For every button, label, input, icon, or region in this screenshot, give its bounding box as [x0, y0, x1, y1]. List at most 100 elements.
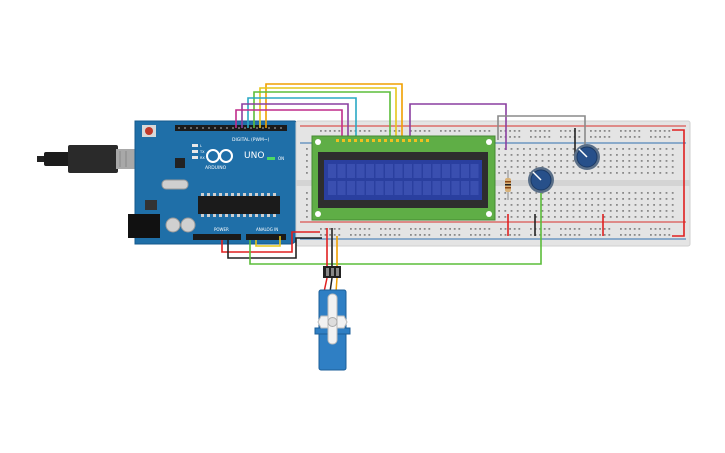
- breadboard-hole[interactable]: [597, 204, 600, 206]
- breadboard-hole[interactable]: [529, 160, 531, 162]
- breadboard-hole[interactable]: [609, 172, 612, 174]
- breadboard-hole[interactable]: [650, 234, 652, 236]
- breadboard-hole[interactable]: [585, 204, 587, 206]
- breadboard-hole[interactable]: [498, 154, 500, 156]
- breadboard-hole[interactable]: [543, 234, 546, 236]
- breadboard-hole[interactable]: [599, 228, 601, 230]
- breadboard-hole[interactable]: [566, 216, 569, 218]
- breadboard-hole[interactable]: [665, 198, 668, 200]
- breadboard-hole[interactable]: [634, 166, 637, 168]
- breadboard-hole[interactable]: [513, 228, 516, 230]
- breadboard-hole[interactable]: [523, 160, 525, 162]
- breadboard-hole[interactable]: [616, 148, 618, 150]
- breadboard-hole[interactable]: [653, 210, 655, 212]
- breadboard-hole[interactable]: [541, 154, 544, 156]
- breadboard-hole[interactable]: [498, 172, 500, 174]
- breadboard-hole[interactable]: [622, 166, 624, 168]
- breadboard-hole[interactable]: [498, 166, 500, 168]
- servo-motor[interactable]: [314, 266, 351, 371]
- breadboard-hole[interactable]: [566, 166, 569, 168]
- breadboard-hole[interactable]: [594, 130, 597, 132]
- breadboard-hole[interactable]: [479, 234, 481, 236]
- breadboard-hole[interactable]: [566, 204, 569, 206]
- breadboard-hole[interactable]: [500, 234, 502, 236]
- breadboard-hole[interactable]: [530, 234, 532, 236]
- breadboard-hole[interactable]: [359, 130, 361, 132]
- breadboard-hole[interactable]: [384, 130, 387, 132]
- breadboard-hole[interactable]: [510, 216, 513, 218]
- breadboard-hole[interactable]: [671, 148, 674, 150]
- lcd-pin[interactable]: [402, 139, 405, 142]
- breadboard-hole[interactable]: [554, 160, 556, 162]
- breadboard-hole[interactable]: [523, 210, 525, 212]
- breadboard-hole[interactable]: [609, 148, 612, 150]
- wire-yellow-analog[interactable]: [255, 236, 281, 247]
- breadboard-hole[interactable]: [634, 192, 637, 194]
- breadboard-hole[interactable]: [384, 228, 387, 230]
- breadboard-hole[interactable]: [578, 210, 581, 212]
- potentiometer-contrast[interactable]: [528, 167, 554, 193]
- breadboard-hole[interactable]: [363, 234, 366, 236]
- breadboard-hole[interactable]: [338, 130, 341, 132]
- breadboard-hole[interactable]: [578, 136, 581, 138]
- breadboard-hole[interactable]: [609, 192, 612, 194]
- power-header[interactable]: [193, 234, 241, 240]
- breadboard-hole[interactable]: [410, 234, 412, 236]
- breadboard-hole[interactable]: [306, 160, 308, 162]
- breadboard-hole[interactable]: [628, 204, 631, 206]
- breadboard-hole[interactable]: [590, 136, 592, 138]
- breadboard-hole[interactable]: [338, 234, 341, 236]
- breadboard-hole[interactable]: [665, 166, 668, 168]
- breadboard-hole[interactable]: [541, 204, 544, 206]
- breadboard-hole[interactable]: [564, 228, 567, 230]
- lcd-pin[interactable]: [420, 139, 423, 142]
- breadboard-hole[interactable]: [510, 160, 513, 162]
- breadboard-hole[interactable]: [640, 192, 643, 194]
- breadboard-hole[interactable]: [634, 154, 637, 156]
- breadboard-hole[interactable]: [523, 154, 525, 156]
- breadboard-hole[interactable]: [523, 172, 525, 174]
- breadboard-hole[interactable]: [535, 210, 538, 212]
- breadboard-hole[interactable]: [603, 210, 606, 212]
- breadboard-hole[interactable]: [609, 160, 612, 162]
- breadboard-hole[interactable]: [622, 148, 624, 150]
- wire-purple[interactable]: [241, 103, 349, 140]
- breadboard-hole[interactable]: [647, 210, 649, 212]
- breadboard-hole[interactable]: [647, 154, 649, 156]
- breadboard-hole[interactable]: [647, 172, 649, 174]
- breadboard-hole[interactable]: [541, 198, 544, 200]
- breadboard-hole[interactable]: [560, 154, 562, 156]
- breadboard-hole[interactable]: [616, 192, 618, 194]
- breadboard-hole[interactable]: [444, 234, 447, 236]
- breadboard-hole[interactable]: [368, 234, 371, 236]
- breadboard-hole[interactable]: [306, 204, 308, 206]
- breadboard-hole[interactable]: [629, 136, 631, 138]
- breadboard-hole[interactable]: [458, 130, 461, 132]
- breadboard-hole[interactable]: [554, 204, 556, 206]
- breadboard-hole[interactable]: [663, 136, 666, 138]
- breadboard-hole[interactable]: [554, 154, 556, 156]
- breadboard-hole[interactable]: [548, 228, 551, 230]
- breadboard-hole[interactable]: [306, 198, 308, 200]
- breadboard-hole[interactable]: [628, 216, 631, 218]
- breadboard-hole[interactable]: [350, 130, 352, 132]
- breadboard-hole[interactable]: [594, 234, 597, 236]
- breadboard-hole[interactable]: [634, 198, 637, 200]
- breadboard-hole[interactable]: [653, 204, 655, 206]
- breadboard-hole[interactable]: [638, 228, 641, 230]
- breadboard-hole[interactable]: [634, 210, 637, 212]
- breadboard-hole[interactable]: [554, 148, 556, 150]
- breadboard-hole[interactable]: [498, 204, 500, 206]
- breadboard-hole[interactable]: [470, 228, 472, 230]
- breadboard-hole[interactable]: [578, 228, 581, 230]
- breadboard-hole[interactable]: [597, 216, 600, 218]
- breadboard-hole[interactable]: [504, 234, 507, 236]
- breadboard-hole[interactable]: [591, 172, 593, 174]
- breadboard-hole[interactable]: [539, 136, 541, 138]
- breadboard-hole[interactable]: [573, 234, 576, 236]
- breadboard-hole[interactable]: [523, 148, 525, 150]
- breadboard-hole[interactable]: [498, 210, 500, 212]
- breadboard-hole[interactable]: [578, 192, 581, 194]
- breadboard-hole[interactable]: [671, 198, 674, 200]
- breadboard-hole[interactable]: [530, 130, 532, 132]
